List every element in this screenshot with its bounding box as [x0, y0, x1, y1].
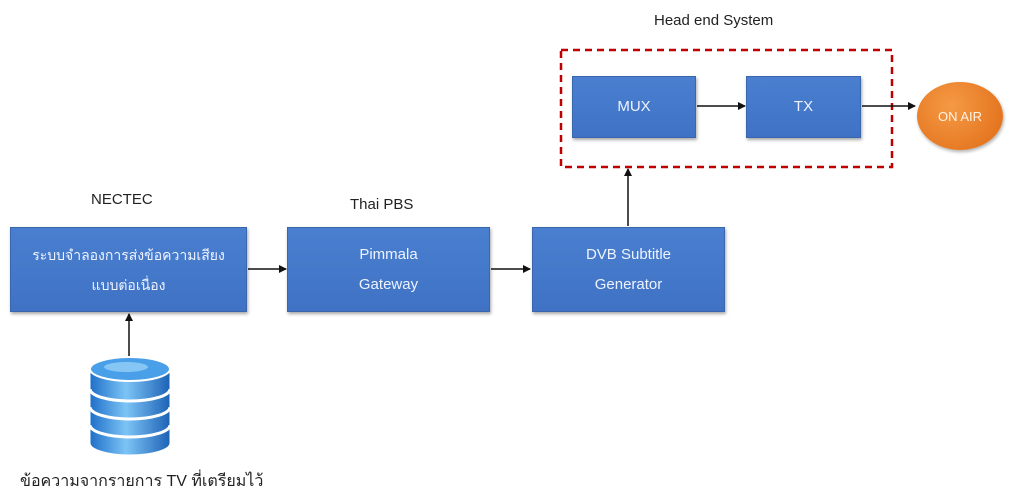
gateway-box: Pimmala Gateway [287, 227, 490, 312]
nectec-label: NECTEC [91, 191, 153, 208]
dvb-line1: DVB Subtitle [585, 245, 672, 263]
onair-label: ON AIR [937, 108, 983, 124]
simulator-box: ระบบจำลองการส่งข้อความเสียง แบบต่อเนื่อง [10, 227, 247, 312]
dvb-line2: Generator [594, 275, 663, 293]
headend-title: Head end System [654, 12, 774, 29]
simulator-line2: แบบต่อเนื่อง [91, 276, 166, 293]
mux-label: MUX [617, 98, 651, 115]
dvb-box: DVB Subtitle Generator [532, 227, 725, 312]
database-caption: ข้อความจากรายการ TV ที่เตรียมไว้ [20, 473, 264, 490]
gateway-line2: Gateway [358, 275, 419, 293]
tx-box: TX [746, 76, 861, 138]
database-icon [88, 356, 172, 456]
headend-group-border [559, 48, 894, 169]
simulator-line1: ระบบจำลองการส่งข้อความเสียง [32, 246, 225, 263]
thaipbs-label: Thai PBS [350, 196, 414, 213]
gateway-line1: Pimmala [359, 245, 418, 263]
onair-circle: ON AIR [917, 82, 1003, 150]
tx-label: TX [793, 98, 814, 115]
mux-box: MUX [572, 76, 696, 138]
